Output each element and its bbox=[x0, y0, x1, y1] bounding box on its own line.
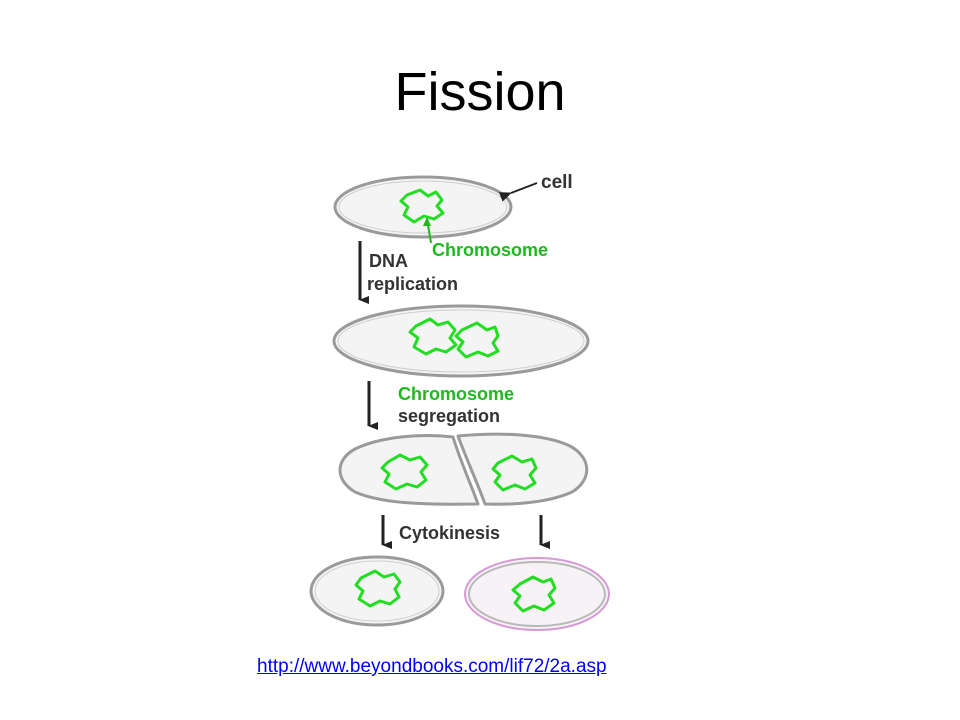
dividing-cell-right bbox=[456, 432, 589, 506]
chromosome bbox=[380, 453, 429, 491]
chromosome bbox=[399, 188, 445, 224]
dividing-cell-left bbox=[338, 434, 480, 506]
step1-label-line1: DNA bbox=[369, 251, 408, 271]
step2-label-line1: Chromosome bbox=[398, 384, 514, 404]
chromosome bbox=[354, 569, 402, 608]
cell-membrane bbox=[333, 175, 513, 239]
daughter-cell-left bbox=[309, 555, 445, 627]
step1-label-line2: replication bbox=[367, 274, 458, 294]
step2-label-line2: segregation bbox=[398, 406, 500, 426]
chromosome bbox=[491, 454, 538, 492]
slide-title: Fission bbox=[394, 62, 566, 122]
chromosome-pointer-head bbox=[423, 217, 431, 226]
chromosome-label: Chromosome bbox=[432, 240, 548, 260]
daughter-cell-right bbox=[464, 557, 610, 631]
chromosome bbox=[511, 575, 557, 613]
source-link[interactable]: http://www.beyondbooks.com/lif72/2a.asp bbox=[257, 656, 607, 677]
chromosome bbox=[454, 321, 500, 359]
cell-membrane-inner bbox=[338, 180, 508, 234]
cell-membrane-inner bbox=[468, 561, 606, 627]
chromosome bbox=[408, 317, 458, 356]
cell-stage-1 bbox=[333, 175, 513, 239]
cell-membrane bbox=[309, 555, 445, 627]
step3-label: Cytokinesis bbox=[399, 523, 500, 543]
cell-stage-2 bbox=[332, 304, 590, 378]
cell-membrane-inner bbox=[314, 560, 440, 622]
cell-stage-3 bbox=[338, 432, 589, 506]
cell-membrane-inner bbox=[337, 309, 585, 373]
cell-pointer-arrow bbox=[498, 182, 538, 202]
cell-membrane bbox=[464, 557, 610, 631]
cell-label: cell bbox=[541, 172, 573, 193]
